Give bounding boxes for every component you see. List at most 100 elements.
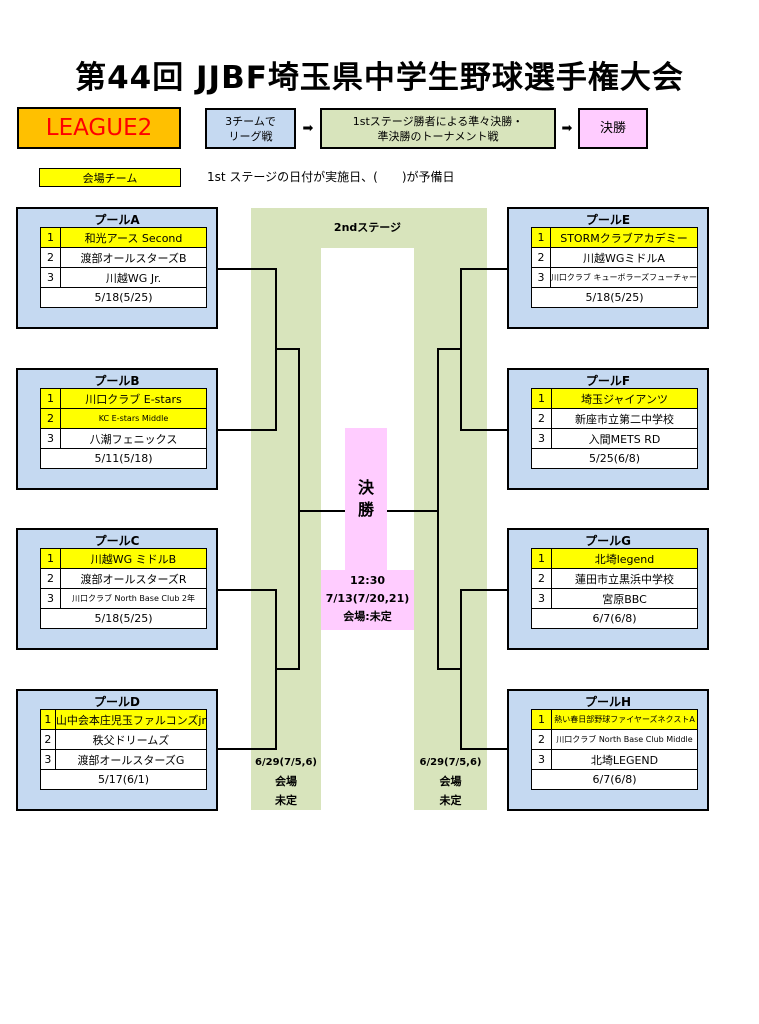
pool-date: 5/17(6/1) — [40, 769, 207, 790]
pool-date-row: 5/11(5/18) — [40, 448, 207, 469]
second-stage-band-right — [414, 208, 487, 810]
team-name: KC E-stars Middle — [60, 408, 207, 429]
team-number: 3 — [40, 267, 61, 288]
team-number: 1 — [40, 709, 56, 730]
pool-title: プールB — [94, 374, 140, 388]
flow-step-tournament-text: 1stステージ勝者による準々決勝・ 準決勝のトーナメント戦 — [352, 114, 524, 143]
right-round-venue2: 未定 — [439, 794, 462, 807]
team-name: 入間METS RD — [551, 428, 698, 449]
left-round-info: 6/29(7/5,6) 会場 未定 — [251, 753, 321, 810]
team-number: 1 — [531, 548, 552, 569]
flow-step-final-text: 決勝 — [599, 121, 626, 136]
team-name: 和光アース Second — [60, 227, 207, 248]
pool-title: プールG — [585, 534, 631, 548]
pool-date-row: 6/7(6/8) — [531, 769, 698, 790]
second-stage-label: 2ndステージ — [333, 221, 402, 234]
pool-title: プールH — [584, 695, 632, 709]
team-number: 2 — [531, 408, 552, 429]
team-number: 2 — [40, 247, 61, 268]
left-round-date: 6/29(7/5,6) — [255, 757, 317, 768]
team-name: 山中会本庄児玉ファルコンズjr — [54, 709, 208, 730]
flow-arrow-icon: ➡ — [302, 121, 314, 136]
left-round-venue2: 未定 — [275, 794, 297, 807]
team-name: 川越WG Jr. — [60, 267, 207, 288]
final-info: 12:30 7/13(7/20,21) 会場:未定 — [321, 570, 414, 630]
team-number: 3 — [40, 588, 61, 609]
team-number: 3 — [40, 428, 61, 449]
flow-step-tournament: 1stステージ勝者による準々決勝・ 準決勝のトーナメント戦 — [320, 108, 556, 149]
right-round-venue1: 会場 — [439, 775, 462, 788]
flow-step-league: 3チームで リーグ戦 — [205, 108, 296, 149]
date-note: 1st ステージの日付が実施日、( )が予備日 — [207, 170, 455, 184]
final-label-2: 勝 — [357, 500, 374, 519]
team-number: 3 — [40, 749, 56, 770]
final-date: 7/13(7/20,21) — [325, 592, 410, 605]
team-number: 3 — [531, 267, 551, 288]
team-number: 1 — [40, 227, 61, 248]
team-number: 2 — [531, 247, 551, 268]
team-name: 渡部オールスターズR — [60, 568, 207, 589]
team-name: 埼玉ジャイアンツ — [551, 388, 698, 409]
team-number: 2 — [531, 729, 552, 750]
pool-date: 6/7(6/8) — [531, 608, 698, 629]
team-name: 秩父ドリームズ — [54, 729, 208, 750]
team-name: 川口クラブ North Base Club Middle — [551, 729, 698, 750]
team-name: 川越WGミドルA — [549, 247, 699, 268]
flow-step-league-text: 3チームで リーグ戦 — [225, 114, 276, 143]
pool-date-row: 5/17(6/1) — [40, 769, 207, 790]
team-name: STORMクラブアカデミー — [549, 227, 699, 248]
pool-date-row: 5/18(5/25) — [40, 608, 207, 629]
page-title: 第44回 JJBF埼玉県中学生野球選手権大会 — [75, 60, 684, 96]
pool-date-row: 6/7(6/8) — [531, 608, 698, 629]
pool-title: プールC — [94, 534, 140, 548]
team-number: 1 — [531, 227, 551, 248]
pool-title: プールF — [585, 374, 631, 388]
league-label: LEAGUE2 — [17, 107, 181, 149]
team-number: 3 — [531, 749, 552, 770]
team-name: 熱い春日部野球ファイヤーズネクストA — [551, 709, 698, 730]
team-name: 北埼LEGEND — [551, 749, 698, 770]
pool-date: 5/11(5/18) — [40, 448, 207, 469]
pool-date: 5/18(5/25) — [531, 287, 698, 308]
team-number: 3 — [531, 588, 552, 609]
team-number: 2 — [40, 408, 61, 429]
team-name: 八潮フェニックス — [60, 428, 207, 449]
final-label-1: 決 — [357, 478, 374, 497]
right-round-info: 6/29(7/5,6) 会場 未定 — [414, 753, 487, 810]
pool-title: プールD — [94, 695, 140, 709]
pool-date: 5/18(5/25) — [40, 608, 207, 629]
pool-date: 6/7(6/8) — [531, 769, 698, 790]
team-name: 川口クラブ キューボラーズフューチャー — [549, 267, 699, 288]
flow-step-final: 決勝 — [578, 108, 648, 149]
venue-team-legend: 会場チーム — [39, 168, 181, 187]
team-name: 蓮田市立黒浜中学校 — [551, 568, 698, 589]
team-number: 2 — [40, 729, 56, 750]
team-name: 川口クラブ North Base Club 2年 — [60, 588, 207, 609]
pool-title: プールA — [94, 213, 140, 227]
team-number: 3 — [531, 428, 552, 449]
team-number: 2 — [40, 568, 61, 589]
